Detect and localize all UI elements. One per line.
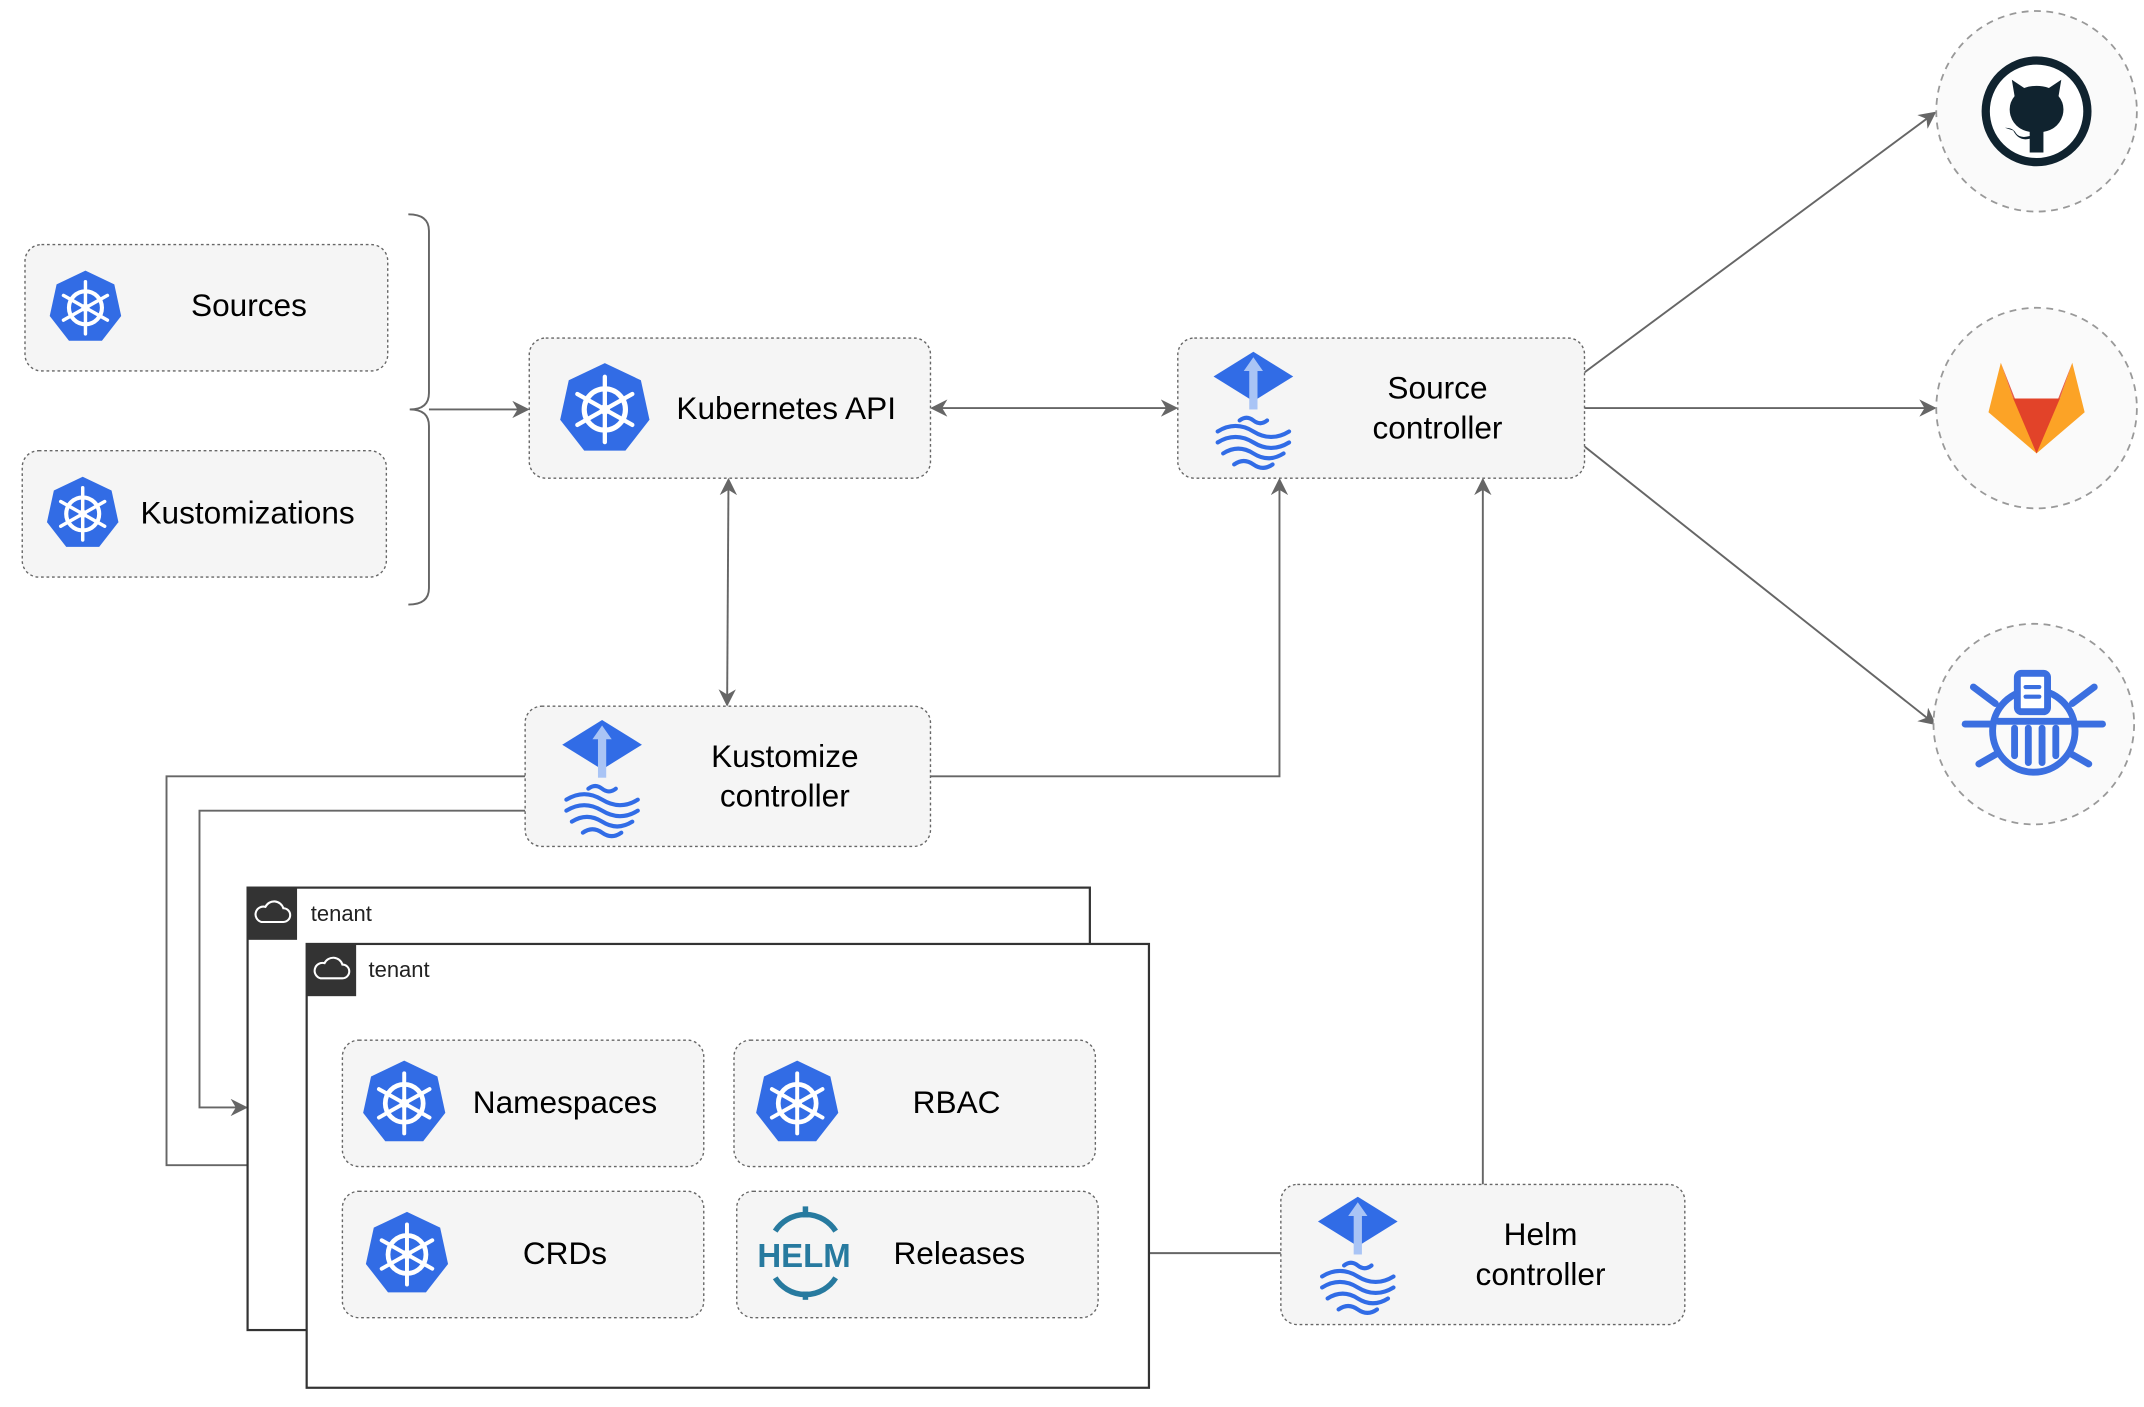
node-label: RBAC (913, 1084, 1001, 1120)
node-source-controller[interactable]: Source controller (1177, 337, 1586, 479)
brace (408, 213, 430, 606)
gitlab-node[interactable] (1935, 306, 2138, 510)
edges (165, 111, 1937, 1262)
node-label: Kubernetes API (676, 390, 896, 426)
helm-icon: HELM (757, 1206, 851, 1300)
node-namespaces[interactable]: Namespaces (341, 1039, 705, 1168)
tenant-label: tenant (369, 957, 430, 982)
edge-api-kustomize-controller (718, 477, 738, 707)
node-label: controller (1476, 1256, 1606, 1292)
node-label: Helm (1504, 1216, 1578, 1252)
edge-source-to-github (1583, 111, 1937, 374)
node-label: controller (720, 778, 850, 814)
edge-kustomize-to-source (930, 477, 1289, 778)
node-label: Kustomizations (140, 495, 354, 531)
node-kustomize-controller[interactable]: Kustomize controller (524, 705, 932, 848)
bucket-icon (1961, 669, 2106, 776)
github-node[interactable] (1935, 10, 2138, 213)
node-rbac[interactable]: RBAC (733, 1039, 1097, 1168)
edge-source-to-bucket (1583, 445, 1937, 726)
node-label: controller (1373, 409, 1503, 445)
helm-logo-text: HELM (757, 1237, 850, 1274)
tenant-label: tenant (311, 901, 372, 926)
node-label: Sources (191, 287, 307, 323)
node-label: Namespaces (473, 1084, 657, 1120)
edge-kustomize-to-tenant-back (198, 809, 526, 1117)
node-helm-controller[interactable]: Helm controller (1280, 1183, 1686, 1326)
gitlab-icon (1988, 362, 2085, 454)
tenant-front[interactable]: tenant Namespaces RBAC CRDs HELM Release… (305, 942, 1151, 1389)
node-label: CRDs (523, 1235, 607, 1271)
node-sources[interactable]: Sources (24, 243, 389, 372)
edge-kustomize-to-tenant-front (165, 775, 526, 1174)
node-releases[interactable]: HELM Releases (736, 1190, 1099, 1319)
node-label: Releases (893, 1235, 1025, 1271)
node-kubernetes-api[interactable]: Kubernetes API (528, 337, 932, 479)
node-kustomizations[interactable]: Kustomizations (21, 449, 388, 578)
node-crds[interactable]: CRDs (341, 1190, 705, 1319)
node-label: Kustomize (711, 738, 858, 774)
github-icon (1981, 56, 2092, 167)
bucket-node[interactable] (1932, 622, 2136, 826)
node-label: Source (1387, 370, 1487, 406)
